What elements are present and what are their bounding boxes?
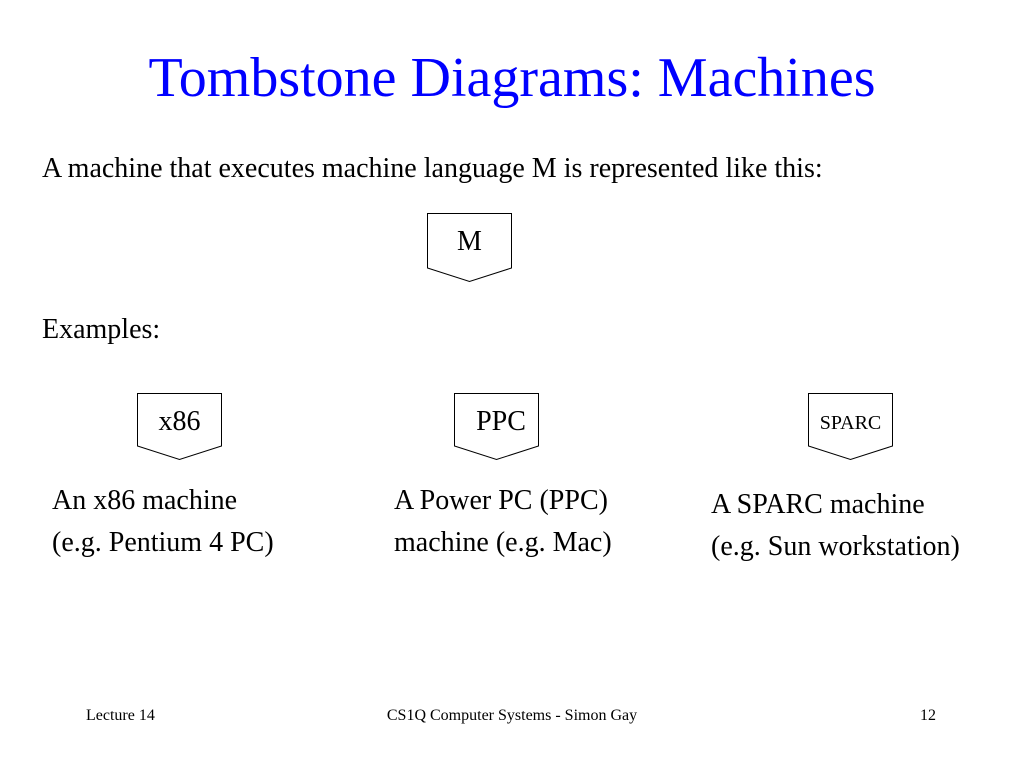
machine-shape-sparc: SPARC [808, 393, 893, 461]
slide-title: Tombstone Diagrams: Machines [148, 47, 876, 109]
intro-text: A machine that executes machine language… [42, 153, 823, 184]
machine-shape-x86: x86 [137, 393, 222, 461]
machine-label-ppc: PPC [476, 406, 526, 437]
caption-sparc: A SPARC machine (e.g. Sun workstation) [711, 484, 960, 568]
machine-label-m: M [457, 226, 482, 257]
machine-label-x86: x86 [159, 406, 201, 437]
machine-shape-m: M [427, 213, 512, 283]
machine-label-sparc: SPARC [820, 412, 882, 434]
caption-ppc: A Power PC (PPC) machine (e.g. Mac) [394, 480, 612, 564]
examples-heading: Examples: [42, 314, 161, 345]
footer-lecture: Lecture 14 [86, 707, 155, 724]
caption-sparc-line1: A SPARC machine [711, 489, 925, 520]
caption-ppc-line1: A Power PC (PPC) [394, 485, 608, 516]
caption-x86-line1: An x86 machine [52, 485, 238, 516]
machine-shape-ppc: PPC [454, 393, 539, 461]
caption-ppc-line2: machine (e.g. Mac) [394, 527, 612, 558]
footer-page-number: 12 [920, 707, 936, 724]
caption-sparc-line2: (e.g. Sun workstation) [711, 531, 960, 562]
caption-x86: An x86 machine (e.g. Pentium 4 PC) [52, 480, 274, 564]
caption-x86-line2: (e.g. Pentium 4 PC) [52, 527, 274, 558]
footer-course: CS1Q Computer Systems - Simon Gay [386, 707, 638, 724]
